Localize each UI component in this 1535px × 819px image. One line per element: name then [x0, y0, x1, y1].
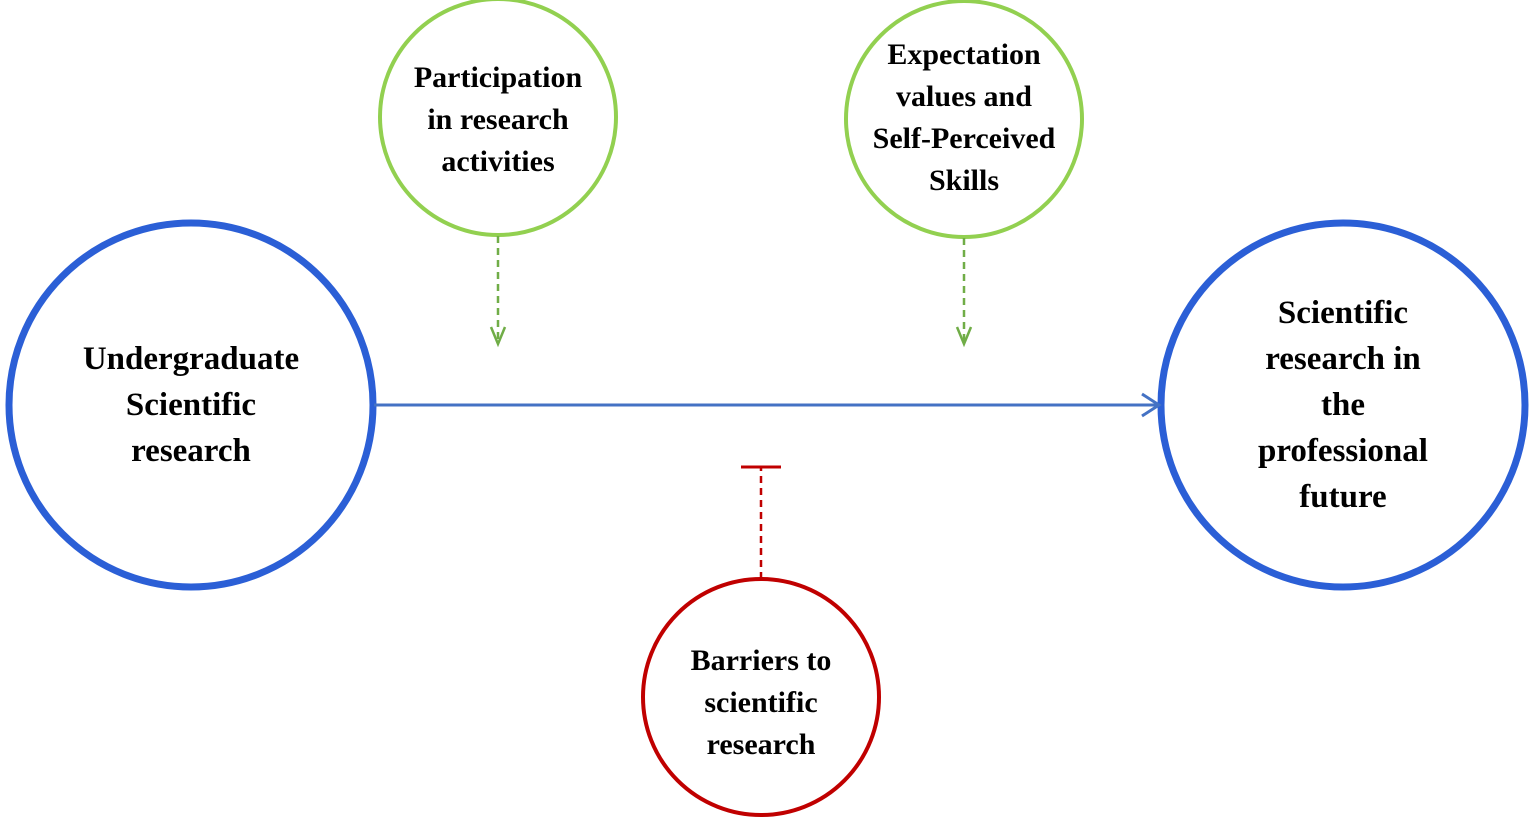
expectation-moderation-arrowhead — [955, 326, 973, 348]
label-line: values and — [896, 80, 1032, 113]
main-effect-arrowhead — [1141, 392, 1162, 418]
label-line: Scientific — [125, 387, 257, 423]
label-line: in research — [427, 102, 569, 136]
label-line: Scientific — [1277, 295, 1409, 331]
expectation-circle — [844, 0, 1084, 239]
label-line: scientific — [704, 685, 818, 719]
label-line: research in — [1265, 341, 1421, 377]
label-line: Barriers to — [690, 643, 832, 677]
label-line: Participation — [413, 60, 583, 94]
participation-label: Participation in research activities — [388, 17, 608, 222]
professional-future-label: Scientific research in the professional futu… — [1183, 225, 1503, 585]
label-line: research — [131, 433, 251, 469]
label-line: activities — [441, 144, 555, 178]
label-line: future — [1299, 479, 1387, 515]
undergraduate-research-circle — [5, 219, 377, 591]
label-line: Skills — [928, 164, 1000, 197]
label-line: Undergraduate — [82, 341, 300, 377]
label-line: research — [706, 727, 816, 761]
label-line: Self-Perceived — [872, 122, 1056, 155]
label-line: the — [1321, 387, 1365, 423]
barriers-label: Barriers to scientific research — [651, 600, 871, 805]
participation-circle — [378, 0, 618, 237]
participation-moderation-arrowhead — [489, 326, 507, 348]
label-line: professional — [1258, 433, 1428, 469]
label-line: Expectation — [887, 38, 1041, 71]
